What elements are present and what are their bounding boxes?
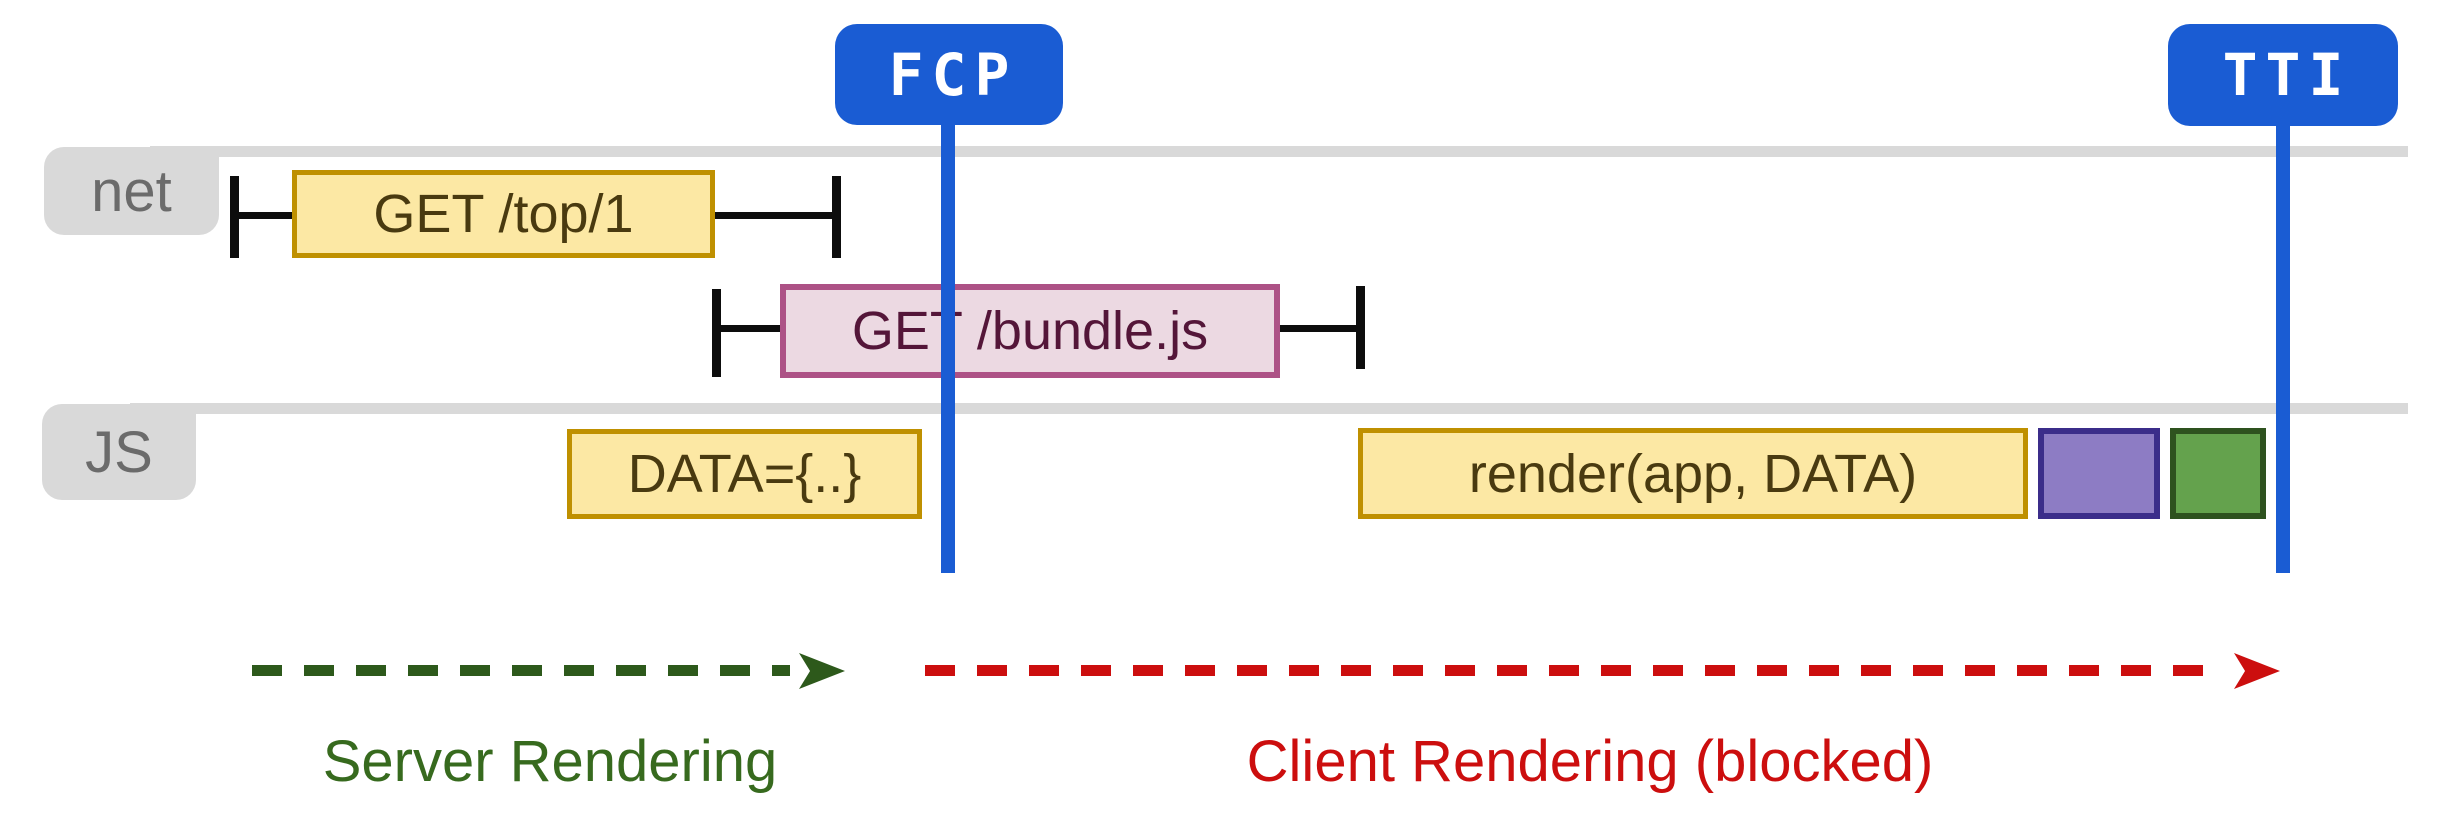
request-box-get-bundle: GET /bundle.js xyxy=(780,284,1280,378)
get-bundle-end-arm xyxy=(1280,325,1356,332)
client-rendering-text: Client Rendering (blocked) xyxy=(1246,728,1934,794)
client-rendering-arrow xyxy=(925,665,2225,676)
phase-label-client: Client Rendering (blocked) xyxy=(1140,726,2040,796)
lane-label-net: net xyxy=(44,147,219,235)
tti-marker-badge: TTI xyxy=(2168,24,2398,126)
js-lane-label-text: JS xyxy=(85,419,153,485)
get-top-label: GET /top/1 xyxy=(373,184,634,244)
get-bundle-start-arm xyxy=(721,325,780,332)
get-bundle-start-cap xyxy=(712,289,721,377)
fcp-badge-label: FCP xyxy=(888,40,1018,109)
purple-task-box xyxy=(2038,428,2160,519)
js-lane-line xyxy=(130,403,2408,414)
fcp-marker-badge: FCP xyxy=(835,24,1063,125)
get-bundle-label: GET /bundle.js xyxy=(851,301,1209,361)
lane-label-js: JS xyxy=(42,404,196,500)
server-rendering-text: Server Rendering xyxy=(322,728,778,794)
fcp-marker-line xyxy=(941,125,955,573)
phase-label-server: Server Rendering xyxy=(200,726,900,796)
task-box-render-call: render(app, DATA) xyxy=(1358,428,2028,519)
request-box-get-top: GET /top/1 xyxy=(292,170,715,258)
task-box-data-assign: DATA={..} xyxy=(567,429,922,519)
get-top-end-arm xyxy=(715,212,832,219)
render-call-label: render(app, DATA) xyxy=(1468,443,1918,504)
server-rendering-arrow xyxy=(252,665,790,676)
get-bundle-end-cap xyxy=(1356,286,1365,369)
data-assign-label: DATA={..} xyxy=(627,444,862,504)
client-arrowhead-icon xyxy=(2234,653,2280,689)
get-top-start-arm xyxy=(239,212,292,219)
net-lane-label-text: net xyxy=(91,158,172,224)
green-task-box xyxy=(2170,428,2266,519)
get-top-start-cap xyxy=(230,176,239,258)
tti-badge-label: TTI xyxy=(2222,41,2352,109)
tti-marker-line xyxy=(2276,126,2290,573)
server-arrowhead-icon xyxy=(799,653,845,689)
net-lane-line xyxy=(150,146,2408,157)
get-top-end-cap xyxy=(832,176,841,258)
